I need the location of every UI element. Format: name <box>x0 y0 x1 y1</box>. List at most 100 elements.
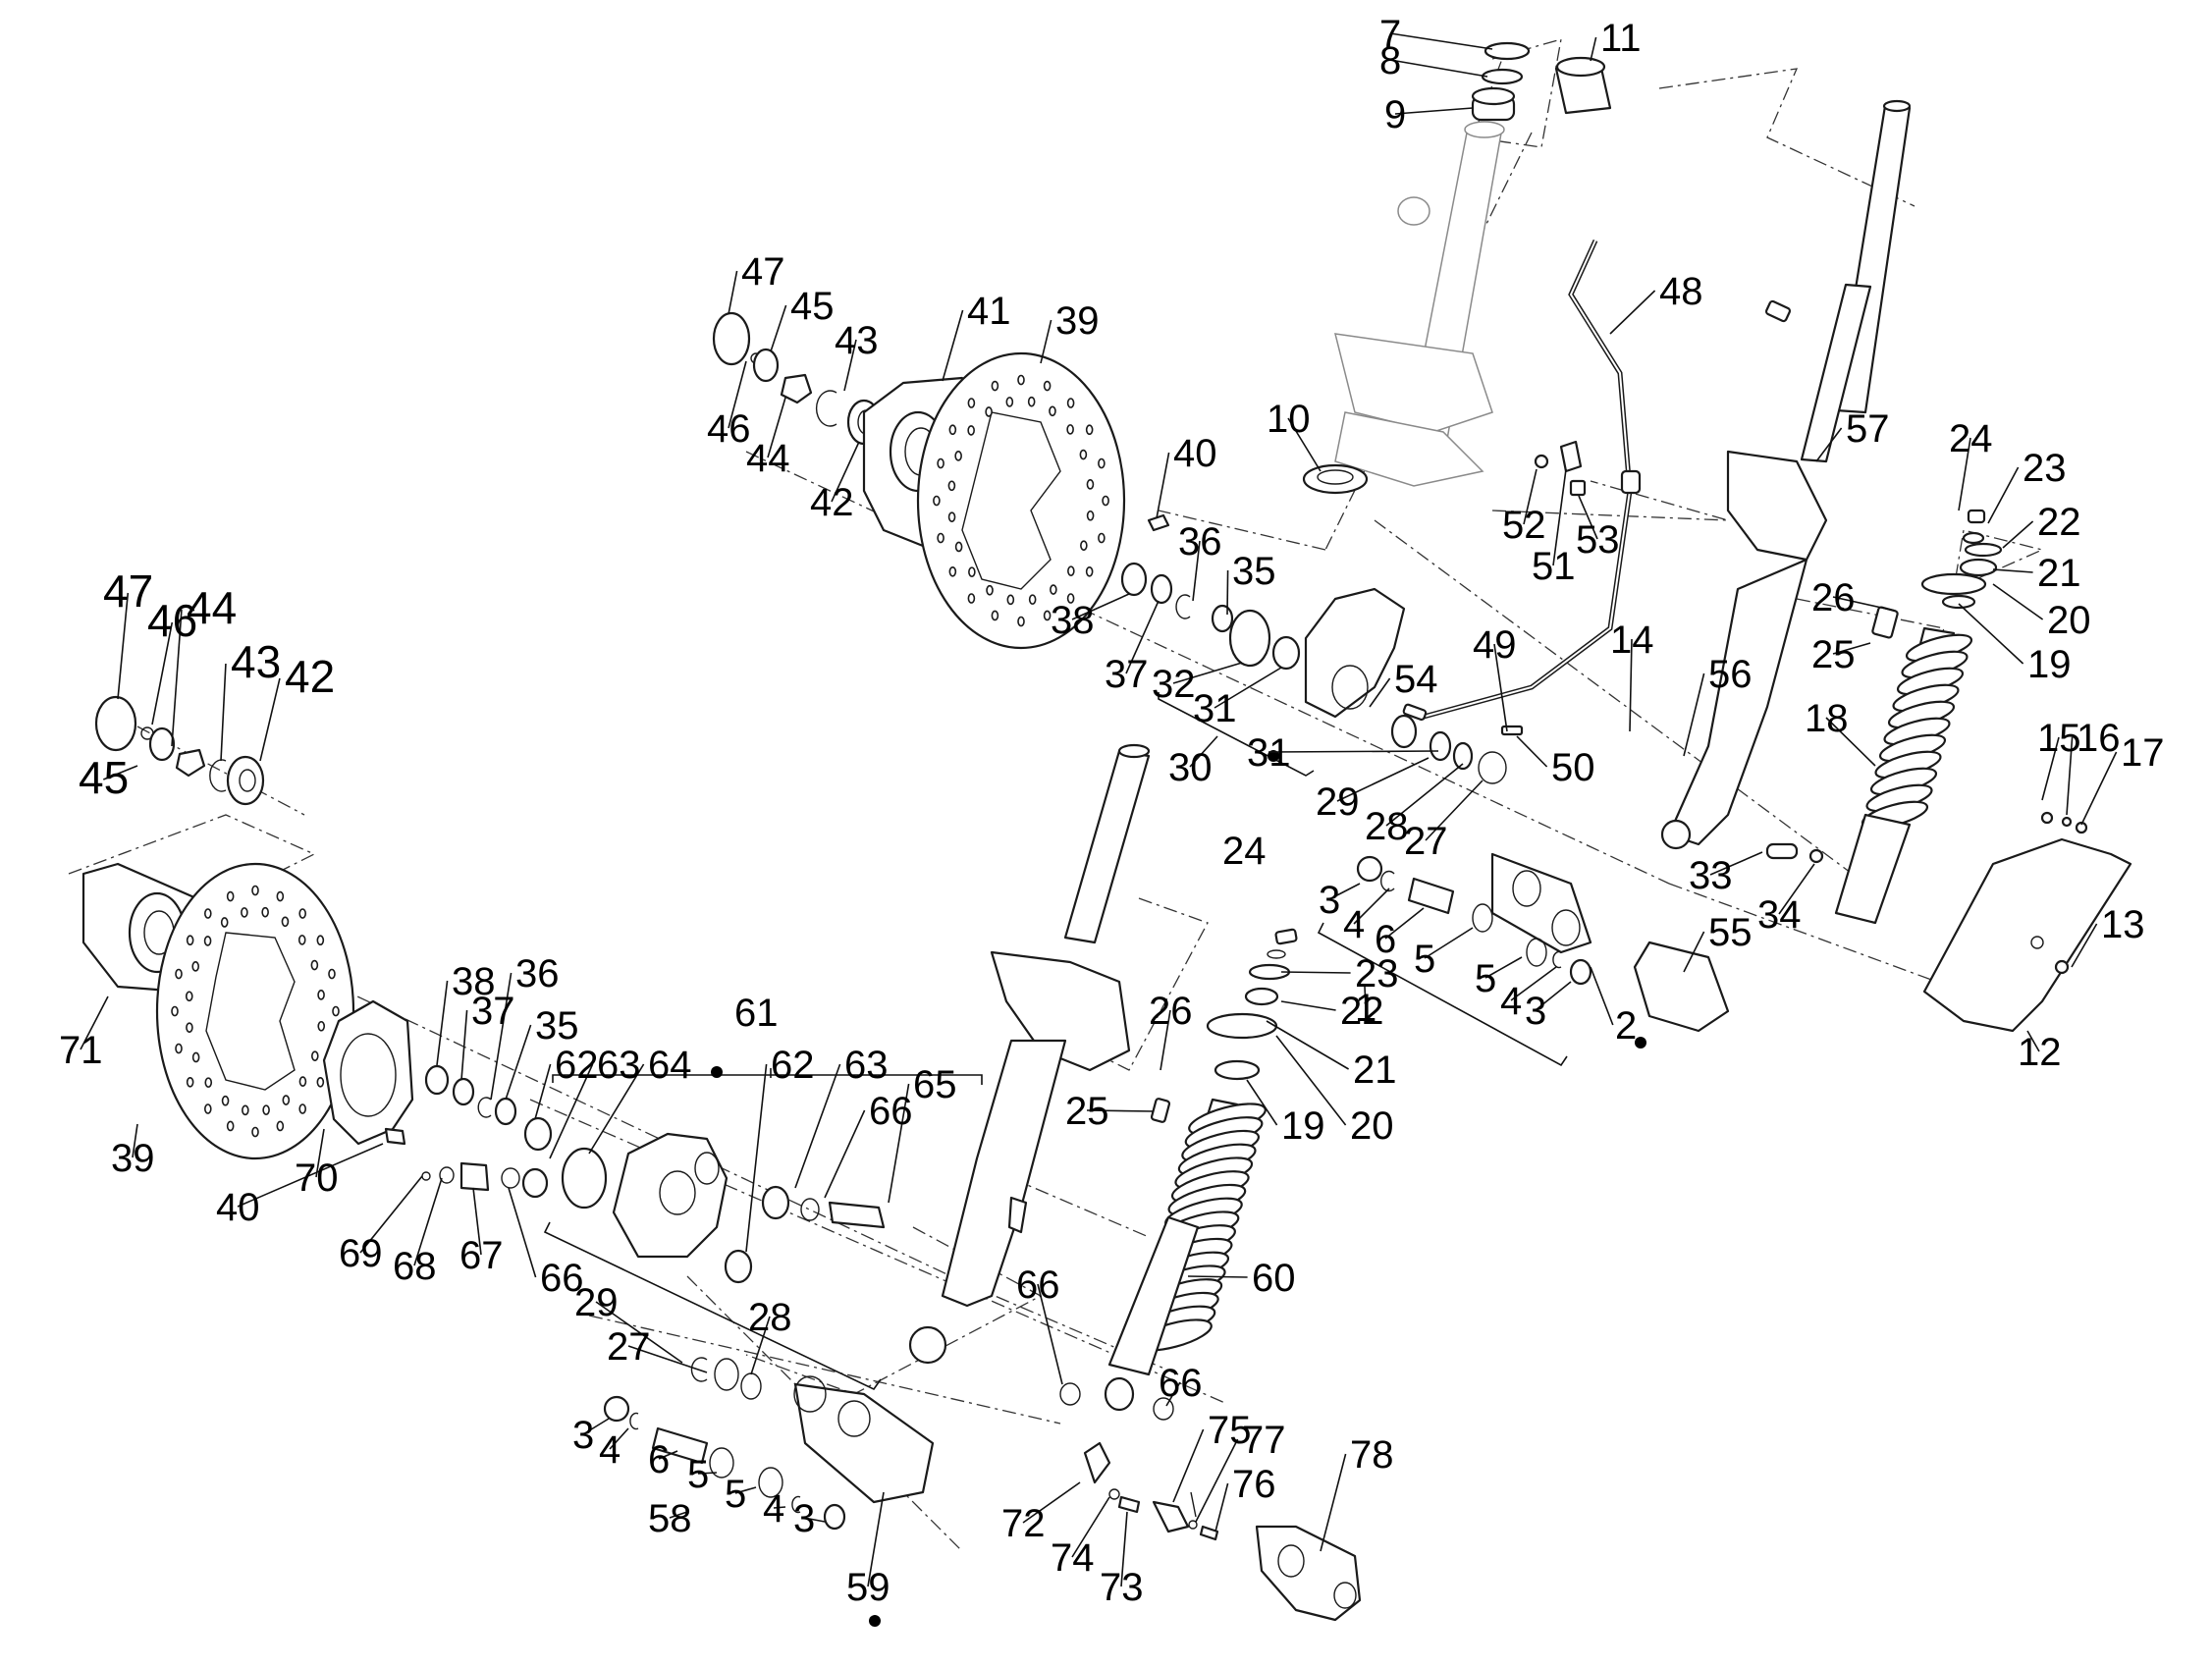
leader-line-54 <box>1369 677 1391 708</box>
callout-38: 38 <box>1051 599 1095 642</box>
disc-hole <box>310 959 319 971</box>
leader-line-44 <box>171 609 183 747</box>
disc-hole <box>1102 495 1109 507</box>
disc-hole <box>242 1104 249 1116</box>
disc-hole <box>933 495 941 507</box>
callout-28: 28 <box>1365 805 1409 848</box>
callout-19: 19 <box>2027 643 2072 686</box>
callout-49: 49 <box>1473 623 1517 667</box>
callout-4: 4 <box>1500 980 1522 1023</box>
disc-hole <box>991 610 999 621</box>
part-44-nut <box>780 373 813 404</box>
callout-66: 66 <box>1159 1362 1203 1405</box>
callout-3: 3 <box>572 1414 594 1457</box>
part-39-disc-lower <box>155 862 355 1160</box>
callout-39: 39 <box>1055 299 1100 343</box>
callout-62: 62 <box>555 1044 599 1087</box>
callout-40: 40 <box>216 1186 260 1229</box>
callout-27: 27 <box>607 1325 651 1369</box>
callout-56: 56 <box>1708 653 1753 696</box>
leader-line-78 <box>1320 1453 1347 1552</box>
disc-hole <box>226 1120 235 1132</box>
lower-sensor-group <box>1083 1441 1362 1622</box>
disc-hole <box>968 566 976 577</box>
disc-hole <box>204 908 212 919</box>
leader-line-35 <box>505 1024 532 1101</box>
disc-hole <box>282 1095 291 1105</box>
leader-line-6 <box>1384 907 1425 940</box>
leader-line-66 <box>824 1109 866 1199</box>
leader-line-30 <box>1189 735 1218 768</box>
disc-hole <box>1043 610 1052 621</box>
part-78-cover <box>1255 1525 1362 1622</box>
part-30-caliper-bracket <box>1304 587 1406 719</box>
callout-46: 46 <box>707 407 751 451</box>
callout-6: 6 <box>648 1438 670 1481</box>
callout-66: 66 <box>869 1090 913 1133</box>
part-12-front-fender <box>1922 811 2132 1033</box>
callout-13: 13 <box>2101 903 2145 946</box>
disc-hole <box>171 1005 179 1017</box>
callout-17: 17 <box>2121 731 2165 775</box>
disc-hole <box>262 1104 270 1115</box>
callout-5: 5 <box>1475 957 1496 1000</box>
leader-line-29 <box>1336 757 1430 802</box>
callout-29: 29 <box>574 1281 619 1324</box>
callout-43: 43 <box>231 636 281 687</box>
part-72-bracket <box>1083 1441 1111 1484</box>
callout-5: 5 <box>725 1473 746 1516</box>
leader-line-46 <box>151 621 174 726</box>
right-link-group <box>1356 852 1730 1049</box>
disc-hole <box>1086 510 1095 521</box>
callout-41: 41 <box>967 290 1011 333</box>
leader-line-49 <box>1493 643 1508 732</box>
leader-line-53 <box>1578 495 1598 540</box>
callout-20: 20 <box>2047 599 2091 642</box>
leader-line-27 <box>1425 780 1484 841</box>
callout-25: 25 <box>1811 633 1856 676</box>
disc-hole <box>1066 398 1075 408</box>
callout-34: 34 <box>1757 893 1802 937</box>
callout-21: 21 <box>2037 552 2081 595</box>
leader-line-26 <box>1832 596 1896 612</box>
leader-line-34 <box>1778 863 1815 915</box>
disc-hole <box>186 1076 194 1088</box>
leader-line-41 <box>942 309 964 382</box>
leader-line-29 <box>595 1301 683 1364</box>
leader-line-3 <box>1535 981 1572 1011</box>
part-70-tone-ring <box>322 999 414 1146</box>
callout-53: 53 <box>1576 518 1620 562</box>
callout-57: 57 <box>1846 407 1890 451</box>
part-61-caliper <box>612 1132 728 1259</box>
callout-44: 44 <box>187 582 237 633</box>
leader-line-65 <box>888 1083 910 1204</box>
disc-hole <box>1085 565 1094 577</box>
leader-line-16 <box>2066 736 2074 816</box>
leader-line-62 <box>745 1063 768 1253</box>
callout-72: 72 <box>1001 1502 1046 1545</box>
leader-line-32 <box>1172 662 1243 684</box>
disc-hole <box>281 916 290 928</box>
leader-line-67 <box>472 1187 482 1256</box>
callout-66: 66 <box>540 1257 584 1300</box>
disc-hole <box>947 511 956 522</box>
callout-44: 44 <box>746 437 790 480</box>
leader-line-60 <box>1187 1275 1248 1278</box>
disc-hole <box>937 532 944 544</box>
callout-63: 63 <box>844 1044 889 1087</box>
disc-hole <box>316 1076 325 1088</box>
callout-60: 60 <box>1252 1257 1296 1300</box>
callout-8: 8 <box>1379 39 1401 82</box>
callout-70: 70 <box>295 1156 339 1200</box>
disc-hole <box>1067 565 1075 576</box>
leader-line-69 <box>359 1175 423 1254</box>
leader-line-43 <box>843 339 857 392</box>
callout-4: 4 <box>599 1428 620 1472</box>
leader-line-33 <box>1709 851 1763 876</box>
disc-hole <box>948 424 957 436</box>
disc-hole <box>204 1103 212 1114</box>
callout-69: 69 <box>339 1232 383 1275</box>
disc-hole <box>298 908 306 919</box>
disc-hole <box>1050 584 1057 595</box>
callout-32: 32 <box>1152 663 1196 706</box>
